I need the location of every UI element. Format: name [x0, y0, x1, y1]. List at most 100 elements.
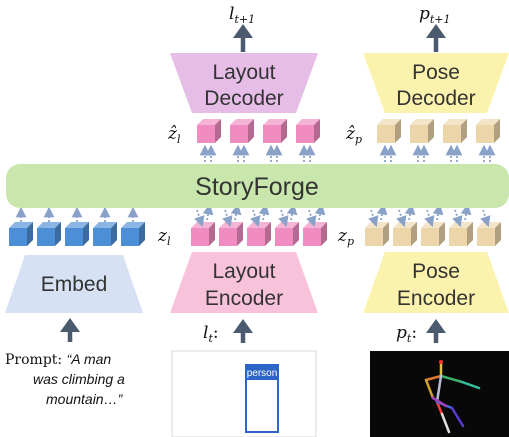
storyforge-backbone: StoryForge: [6, 164, 509, 208]
pose-decoder-line2: Decoder: [396, 87, 475, 110]
prompt-prefix: Prompt:: [5, 352, 67, 368]
layout-input-arrow: [233, 319, 253, 343]
zp-token-3: [421, 222, 445, 246]
zl-token-down-2: [222, 209, 233, 228]
pose-decoder-line1: Pose: [412, 61, 460, 84]
cube-top: [37, 222, 61, 228]
zl-token-1: [191, 222, 215, 246]
cube-top: [410, 119, 434, 125]
layout-encoder: Layout Encoder: [170, 252, 318, 313]
cube-side: [27, 222, 33, 246]
pose-input-var: p: [396, 323, 407, 343]
prompt-text: Prompt: “A man was climbing a mountain…”: [5, 351, 125, 407]
svg-text:Prompt: “A man: Prompt: “A man: [5, 351, 111, 368]
cube-front: [65, 228, 83, 246]
cube-side: [281, 119, 287, 143]
cube-side: [439, 222, 445, 246]
cube-front: [377, 125, 395, 143]
layout-input-image: person: [171, 350, 317, 437]
zp-hat-sub: p: [355, 133, 362, 146]
pose-output-sub: t+1: [430, 13, 451, 26]
person-bbox-label: person: [247, 368, 278, 379]
cube-front: [219, 228, 237, 246]
cube-front: [263, 125, 281, 143]
cube-front: [197, 125, 215, 143]
layout-decoder-line2: Decoder: [204, 87, 283, 110]
cube-side: [139, 222, 145, 246]
zp-hat-var: ẑ: [345, 124, 356, 144]
zp-hat-token-1: [377, 119, 401, 143]
dotted-connectors: [15, 144, 496, 228]
zp-hat-token-4: [476, 119, 500, 143]
pose-output-arrow: [426, 24, 446, 52]
cube-top: [121, 222, 145, 228]
pose-input-label: pt:: [396, 323, 417, 345]
zp-sub: p: [347, 235, 354, 248]
cube-front: [393, 228, 411, 246]
zp-token-up-3: [432, 203, 444, 221]
cube-front: [247, 228, 265, 246]
zl-token-2: [219, 222, 243, 246]
embed-label: Embed: [41, 273, 108, 296]
prompt-line3: mountain…”: [46, 391, 124, 407]
cube-front: [121, 228, 139, 246]
cube-side: [55, 222, 61, 246]
cube-front: [476, 125, 494, 143]
cube-front: [296, 125, 314, 143]
zl-token-down-5: [306, 209, 317, 228]
layout-input-label: lt:: [203, 323, 219, 345]
prompt-token-3: [65, 222, 89, 246]
cube-side: [321, 222, 327, 246]
pose-skeleton: [424, 360, 481, 434]
cube-top: [230, 119, 254, 125]
cube-side: [495, 222, 501, 246]
cube-side: [395, 119, 401, 143]
zl-label: zl: [157, 226, 171, 248]
cube-side: [467, 222, 473, 246]
cube-top: [263, 119, 287, 125]
layout-decoder-line1: Layout: [212, 61, 275, 84]
cube-front: [303, 228, 321, 246]
cube-front: [421, 228, 439, 246]
prompt-line2: was climbing a: [33, 371, 125, 387]
cube-side: [314, 119, 320, 143]
zl-hat-token-2: [230, 119, 254, 143]
cube-front: [365, 228, 383, 246]
zp-token-up-1: [376, 203, 388, 221]
zp-token-4: [449, 222, 473, 246]
zp-token-up-4: [460, 203, 472, 221]
layout-output-arrow: [233, 24, 253, 52]
zp-token-down-5: [480, 209, 491, 228]
zl-token-5: [303, 222, 327, 246]
cube-top: [296, 119, 320, 125]
zp-var: z: [337, 226, 348, 246]
zl-hat-token-1: [197, 119, 221, 143]
prompt-token-2: [37, 222, 61, 246]
cube-front: [275, 228, 293, 246]
layout-output-label: lt+1: [229, 4, 255, 26]
prompt-input-arrow: [60, 318, 80, 342]
cube-side: [215, 119, 221, 143]
zl-token-up-2: [230, 203, 242, 221]
zl-hat-sub: l: [177, 133, 181, 146]
layout-encoder-line1: Layout: [212, 260, 275, 283]
zp-label: zp: [337, 226, 354, 248]
token-cubes: [9, 119, 501, 246]
cube-front: [191, 228, 209, 246]
zp-hat-label: ẑp: [345, 124, 362, 146]
pose-encoder-line1: Pose: [412, 260, 460, 283]
zp-token-2: [393, 222, 417, 246]
cube-front: [9, 228, 27, 246]
cube-side: [383, 222, 389, 246]
zl-token-down-1: [194, 209, 205, 228]
pose-input-colon: :: [411, 323, 417, 343]
cube-front: [230, 125, 248, 143]
cube-side: [83, 222, 89, 246]
zl-sub: l: [167, 235, 171, 248]
cube-side: [248, 119, 254, 143]
zp-token-1: [365, 222, 389, 246]
pose-output-label: pt+1: [419, 4, 451, 26]
cube-top: [197, 119, 221, 125]
zp-token-down-4: [452, 209, 463, 228]
